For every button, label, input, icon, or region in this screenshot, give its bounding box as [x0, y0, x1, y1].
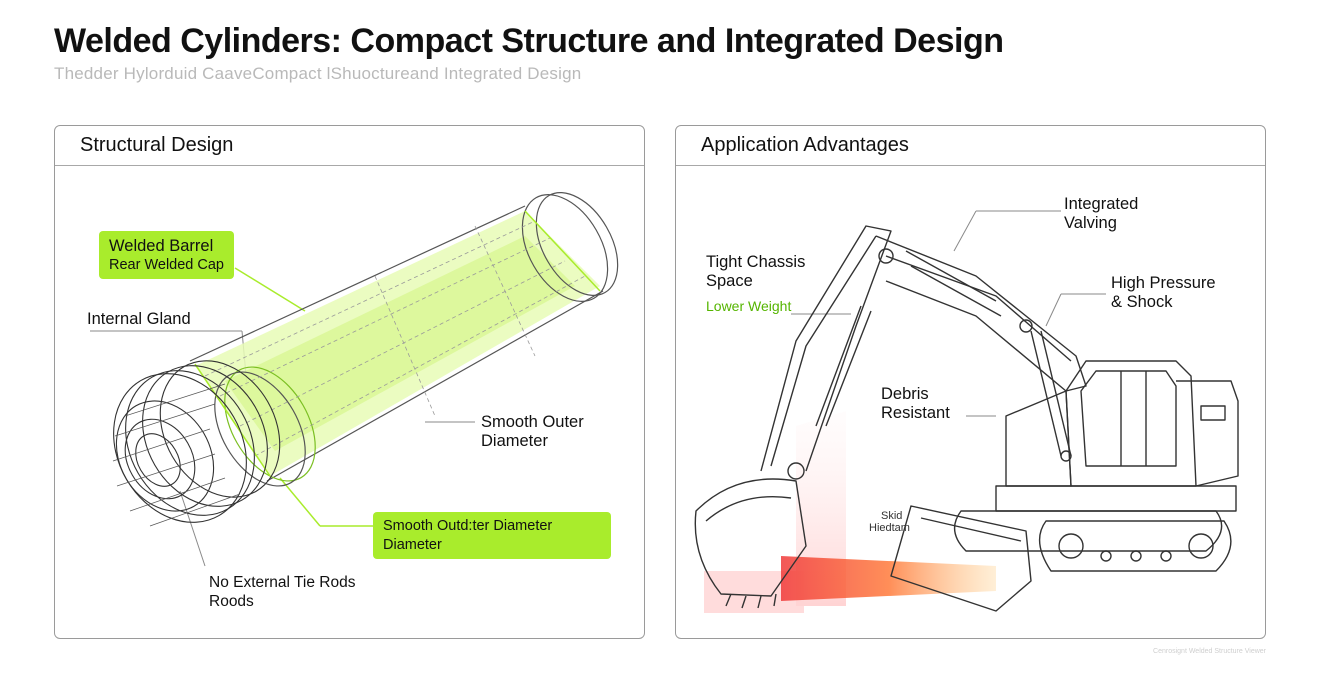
- smooth-outer-tag-line2: Diameter: [383, 537, 442, 553]
- application-advantages-panel: Application Advantages Integrated Valvin…: [675, 125, 1266, 639]
- rear-welded-cap-label: Rear Welded Cap: [109, 257, 224, 273]
- heat-zone-horizontal: [781, 556, 996, 601]
- barrel-highlight-inner: [225, 236, 575, 451]
- leader-tag2-a: [279, 477, 321, 527]
- structural-design-title: Structural Design: [80, 134, 234, 156]
- tie-rods-label-1: No External Tie Rods: [209, 574, 356, 591]
- smooth-outer-label-2: Diameter: [481, 432, 548, 450]
- debris-label-1: Debris: [881, 385, 929, 403]
- chassis-label-1: Tight Chassis: [706, 253, 806, 271]
- structural-design-header: Structural Design: [55, 126, 644, 166]
- welded-barrel-tag: Welded Barrel Rear Welded Cap: [99, 231, 234, 279]
- page-subtitle: Thedder Hylorduid CaaveCompact lShuoctur…: [54, 64, 582, 83]
- structural-design-panel: Structural Design Welded Barrel Rear Wel…: [54, 125, 645, 639]
- debris-label-2: Resistant: [881, 404, 950, 422]
- heat-zone-vertical: [796, 411, 846, 606]
- skid-label-1: Skid: [881, 510, 903, 522]
- valving-label-1: Integrated: [1064, 195, 1139, 213]
- leader-tie-rods: [179, 490, 206, 567]
- pressure-label-2: & Shock: [1111, 293, 1173, 311]
- application-advantages-title: Application Advantages: [701, 134, 909, 156]
- smooth-outer-tag-line1: Smooth Outd:ter Diameter: [383, 518, 553, 534]
- footer-note: Cenrosignt Welded Structure Viewer: [1153, 648, 1266, 655]
- pressure-label-1: High Pressure: [1111, 274, 1216, 292]
- page-title: Welded Cylinders: Compact Structure and …: [54, 22, 1004, 60]
- application-advantages-header: Application Advantages: [676, 126, 1265, 166]
- excavator-illustration: [694, 210, 1239, 613]
- tie-rods-label-2: Roods: [209, 593, 254, 610]
- leader-welded-barrel: [234, 267, 306, 312]
- lower-weight-label: Lower Weight: [706, 298, 792, 314]
- cylinder-illustration: [90, 192, 619, 567]
- valving-label-2: Valving: [1064, 214, 1117, 232]
- internal-gland-label: Internal Gland: [87, 310, 191, 328]
- smooth-outer-label-1: Smooth Outer: [481, 413, 584, 431]
- skid-label-2: Hiedtam: [869, 522, 910, 534]
- welded-barrel-label: Welded Barrel: [109, 237, 214, 255]
- chassis-label-2: Space: [706, 272, 753, 290]
- smooth-outer-tag: Smooth Outd:ter Diameter Diameter: [373, 512, 611, 559]
